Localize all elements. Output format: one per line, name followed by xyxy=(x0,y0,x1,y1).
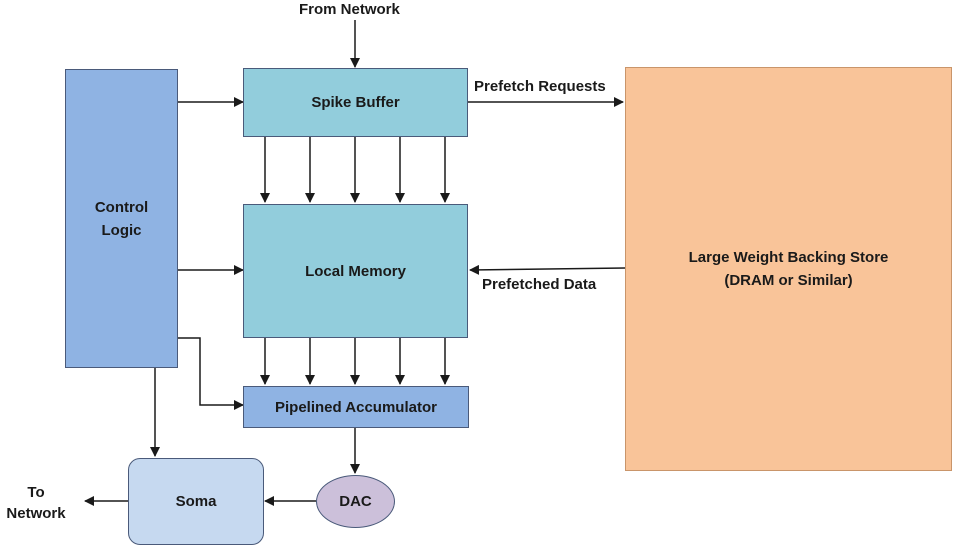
soma-block: Soma xyxy=(128,458,264,545)
pipelined-accumulator-label: Pipelined Accumulator xyxy=(275,398,437,416)
from-network-label: From Network xyxy=(299,1,400,18)
dac-label: DAC xyxy=(339,493,372,510)
local-memory-block: Local Memory xyxy=(243,204,468,338)
local-memory-label: Local Memory xyxy=(305,262,406,280)
dac-block: DAC xyxy=(316,475,395,528)
pipelined-accumulator-block: Pipelined Accumulator xyxy=(243,386,469,428)
prefetched-data-label: Prefetched Data xyxy=(482,276,597,293)
control-logic-label-line1: Control xyxy=(94,198,149,216)
backing-store-block: Large Weight Backing Store (DRAM or Simi… xyxy=(625,67,952,471)
prefetch-requests-label: Prefetch Requests xyxy=(474,78,606,95)
backing-store-label-line2: (DRAM or Similar) xyxy=(724,272,853,289)
to-network-label: To Network xyxy=(2,482,70,524)
to-network-label-line2: Network xyxy=(6,505,66,522)
to-network-label-line1: To xyxy=(27,484,45,501)
control-logic-block: Control Logic xyxy=(65,69,178,368)
arrow-prefetched-data xyxy=(469,264,626,275)
arrow-control-to-accumulator xyxy=(178,337,244,410)
spike-buffer-label: Spike Buffer xyxy=(311,94,400,111)
backing-store-label-line1: Large Weight Backing Store xyxy=(688,249,889,266)
spike-buffer-block: Spike Buffer xyxy=(243,68,468,137)
soma-label: Soma xyxy=(175,493,217,510)
control-logic-label-line2: Logic xyxy=(101,221,142,239)
